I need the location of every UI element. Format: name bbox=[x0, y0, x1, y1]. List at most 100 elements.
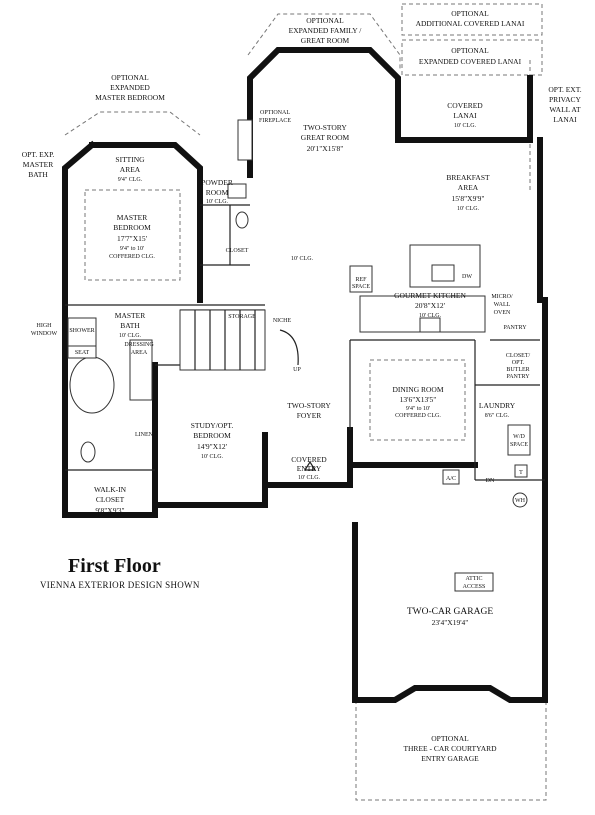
opt-family-line3: GREAT ROOM bbox=[301, 36, 350, 45]
t-label: T bbox=[519, 470, 523, 476]
ref-line2: SPACE bbox=[352, 284, 370, 290]
powder-name2: ROOM bbox=[206, 188, 229, 197]
dining-clg2: COFFERED CLG. bbox=[395, 413, 441, 419]
entry-arrow bbox=[303, 460, 317, 471]
wall-master-top bbox=[89, 142, 203, 303]
optional-expanded-lanai-outline bbox=[401, 39, 543, 76]
stair bbox=[179, 309, 266, 371]
lanai-name: COVERED bbox=[447, 101, 483, 110]
seat-label: SEAT bbox=[75, 350, 90, 356]
micro-line2: WALL bbox=[494, 302, 511, 308]
breakfast-dims: 15'8"X9'9" bbox=[452, 194, 485, 203]
bath-clg: 10' CLG. bbox=[119, 333, 142, 339]
shower-stall bbox=[67, 317, 97, 347]
study-dims: 14'9"X12' bbox=[197, 442, 228, 451]
opt-privacy-line2: PRIVACY bbox=[549, 95, 582, 104]
kitchen-clg: 10' CLG. bbox=[419, 313, 442, 319]
breakfast-name: BREAKFAST bbox=[446, 173, 490, 182]
powder-toilet bbox=[235, 211, 249, 229]
opt-garage-line1: OPTIONAL bbox=[431, 734, 469, 743]
niche-name: NICHE bbox=[273, 318, 292, 324]
opt-garage-line3: ENTRY GARAGE bbox=[421, 754, 479, 763]
micro-line1: MICRO/ bbox=[491, 294, 513, 300]
wall-great-room bbox=[247, 47, 401, 178]
kitchen-sink bbox=[431, 264, 455, 282]
stair-treads bbox=[194, 310, 256, 370]
tub-t bbox=[514, 464, 528, 478]
lanai-name2: LANAI bbox=[453, 111, 477, 120]
optional-additional-lanai-outline bbox=[401, 3, 543, 36]
vanity bbox=[129, 339, 153, 401]
opt-master-line3: MASTER BEDROOM bbox=[95, 93, 165, 102]
washer-dryer bbox=[507, 424, 531, 456]
stair-curve bbox=[279, 329, 299, 366]
opt-family-line1: OPTIONAL bbox=[306, 16, 344, 25]
pantry-label: PANTRY bbox=[503, 325, 527, 331]
optional-master-outline bbox=[64, 111, 201, 136]
master-dims: 17'7"X15' bbox=[117, 234, 148, 243]
butler-line3: BUTLER bbox=[506, 367, 529, 373]
dining-name: DINING ROOM bbox=[392, 385, 443, 394]
butler-line4: PANTRY bbox=[506, 374, 530, 380]
high-window-line2: WINDOW bbox=[31, 331, 58, 337]
dn-label: DN bbox=[486, 478, 495, 484]
entry-name2: ENTRY bbox=[297, 464, 322, 473]
coffered-master bbox=[84, 189, 181, 281]
opt-family-line2: EXPANDED FAMILY / bbox=[289, 26, 363, 35]
cooktop bbox=[419, 317, 441, 333]
entry-name: COVERED bbox=[291, 455, 327, 464]
kitchen-name: GOURMET KITCHEN bbox=[394, 291, 466, 300]
dressing-name: DRESSING bbox=[124, 342, 154, 348]
study-name2: BEDROOM bbox=[193, 431, 231, 440]
walkin-name2: CLOSET bbox=[96, 495, 125, 504]
wall-entry bbox=[262, 427, 353, 488]
walkin-name: WALK-IN bbox=[94, 485, 127, 494]
bath-name2: BATH bbox=[120, 321, 140, 330]
coffered-dining bbox=[369, 359, 466, 441]
foyer-name: TWO-STORY bbox=[287, 401, 331, 410]
wd-line2: SPACE bbox=[510, 442, 528, 448]
sitting-clg: 9'4" CLG. bbox=[118, 177, 143, 183]
opt-privacy-line1: OPT. EXT. bbox=[548, 85, 581, 94]
walkin-dims: 9'8"X9'3" bbox=[95, 506, 124, 515]
study-name: STUDY/OPT. bbox=[191, 421, 234, 430]
storage-name: STORAGE bbox=[228, 314, 256, 320]
fridge-space bbox=[349, 265, 373, 293]
wd-line1: W/D bbox=[513, 434, 525, 440]
attic-access bbox=[454, 572, 494, 592]
up-label: UP bbox=[293, 367, 301, 373]
attic-line2: ACCESS bbox=[463, 584, 486, 590]
opt-bath-line3: BATH bbox=[28, 170, 48, 179]
fireplace bbox=[237, 119, 253, 161]
opt-exp-lanai-line2: EXPANDED COVERED LANAI bbox=[419, 57, 522, 66]
master-toilet bbox=[80, 441, 96, 463]
sitting-name2: AREA bbox=[120, 165, 141, 174]
breakfast-clg: 10' CLG. bbox=[457, 206, 480, 212]
laundry-clg: 8'6" CLG. bbox=[485, 413, 510, 419]
page-subtitle: VIENNA EXTERIOR DESIGN SHOWN bbox=[40, 580, 200, 590]
great-room-name: TWO-STORY bbox=[303, 123, 347, 132]
opt-exp-lanai-line1: OPTIONAL bbox=[451, 46, 489, 55]
opt-garage-line2: THREE - CAR COURTYARD bbox=[403, 744, 497, 753]
great-room-dims: 20'1"X15'8" bbox=[307, 144, 344, 153]
great-room-name2: GREAT ROOM bbox=[301, 133, 350, 142]
fireplace-line2: FIREPLACE bbox=[259, 118, 291, 124]
powder-name: POWDER bbox=[201, 178, 233, 187]
open-clg: 10' CLG. bbox=[291, 256, 314, 262]
opt-privacy-line3: WALL AT bbox=[549, 105, 581, 114]
shower-label: SHOWER bbox=[69, 328, 94, 334]
fireplace-line1: OPTIONAL bbox=[260, 110, 290, 116]
powder-sink bbox=[227, 183, 247, 199]
micro-line3: OVEN bbox=[494, 310, 511, 316]
opt-bath-line1: OPT. EXP. bbox=[22, 150, 55, 159]
bath-name: MASTER bbox=[115, 311, 145, 320]
lanai-clg: 10' CLG. bbox=[454, 123, 477, 129]
master-name2: BEDROOM bbox=[113, 223, 151, 232]
master-clg2: COFFERED CLG. bbox=[109, 254, 155, 260]
linen-label: LINEN bbox=[135, 432, 154, 438]
dining-clg: 9'4" to 10' bbox=[406, 406, 430, 412]
breakfast-name2: AREA bbox=[458, 183, 479, 192]
wh-label: WH bbox=[515, 498, 526, 504]
